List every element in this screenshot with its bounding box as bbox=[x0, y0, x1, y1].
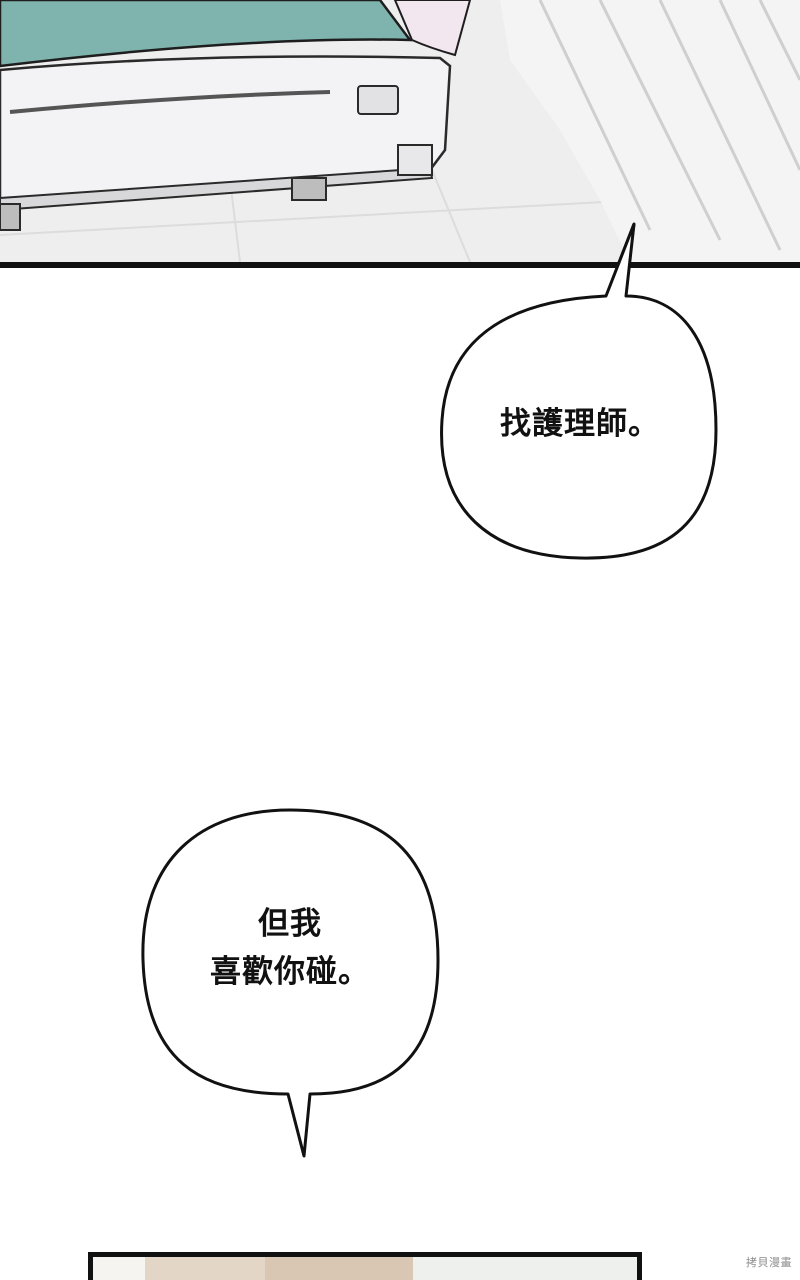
speech-line: 喜歡你碰。 bbox=[210, 954, 370, 990]
bed-handle bbox=[9, 90, 331, 114]
scene-strip bbox=[145, 1257, 265, 1280]
panel-next-scene bbox=[88, 1252, 642, 1280]
scene-strip bbox=[413, 1257, 637, 1280]
scene-strip bbox=[93, 1257, 145, 1280]
bed-control-box bbox=[357, 85, 399, 115]
curtain-folds bbox=[538, 0, 800, 251]
speech-bubble-1 bbox=[440, 222, 718, 560]
speech-line: 但我 bbox=[258, 906, 322, 942]
scene-strip bbox=[265, 1257, 413, 1280]
blanket bbox=[0, 0, 413, 68]
panel-hospital-bed bbox=[0, 0, 800, 268]
panel-border bbox=[0, 262, 800, 268]
bed-casters bbox=[0, 177, 327, 231]
speech-bubble-2-text: 但我 喜歡你碰。 bbox=[145, 900, 435, 996]
bed-footboard bbox=[0, 55, 452, 202]
speech-bubble-2 bbox=[141, 808, 440, 1158]
hospital-bed-illustration bbox=[0, 0, 800, 268]
watermark: 拷貝漫畫 bbox=[746, 1256, 792, 1269]
speech-bubble-1-text: 找護理師。 bbox=[445, 400, 715, 448]
speech-line: 找護理師。 bbox=[500, 406, 660, 442]
curtain-wall bbox=[500, 0, 800, 262]
pink-cloth bbox=[393, 0, 472, 57]
bed-leg bbox=[397, 144, 433, 176]
